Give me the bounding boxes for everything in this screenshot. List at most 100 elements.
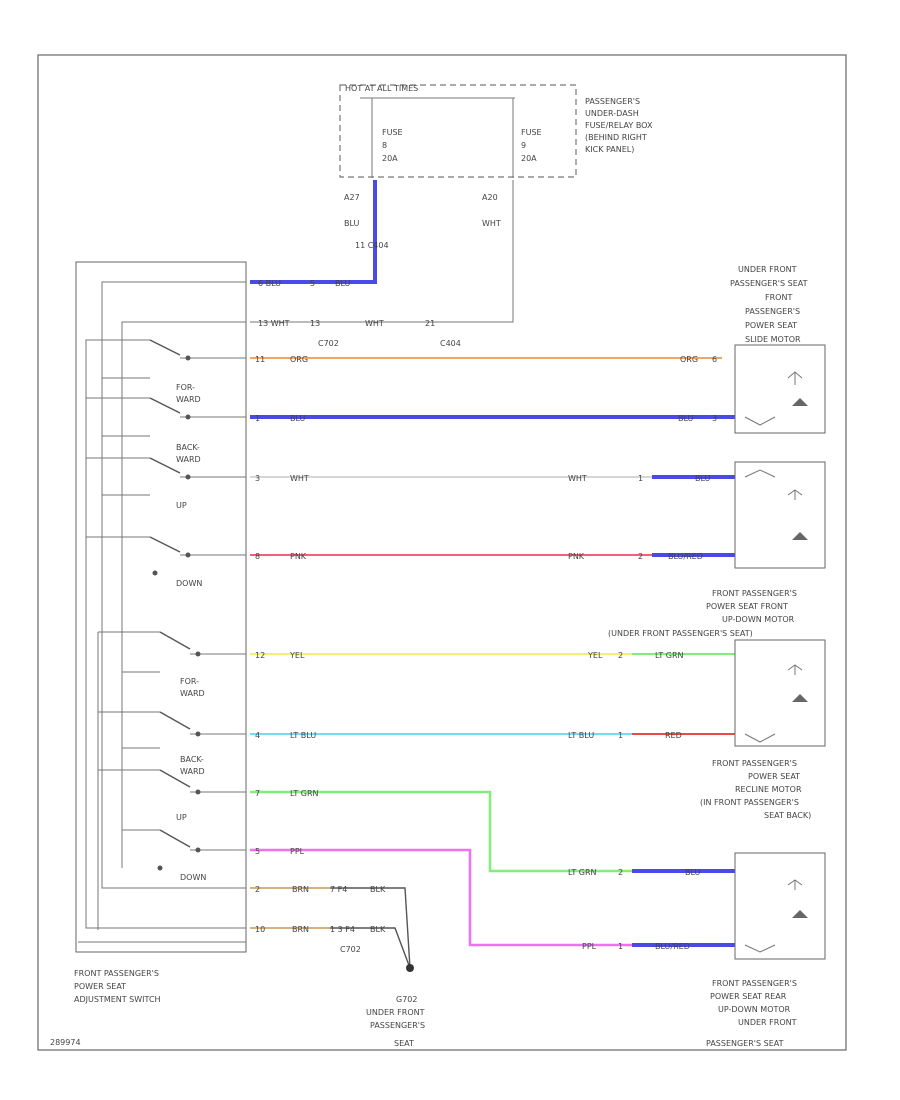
- desc-line: FRONT PASSENGER'S: [74, 969, 159, 978]
- switch-label-back: BACK-: [176, 443, 200, 452]
- motor2-description: FRONT PASSENGER'S POWER SEAT FRONT UP-DO…: [608, 589, 797, 638]
- desc-line: POWER SEAT: [748, 772, 800, 781]
- desc-line: POWER SEAT FRONT: [706, 602, 788, 611]
- fuse-box-line: (BEHIND RIGHT: [585, 133, 647, 142]
- top-pin-b-color: WHT: [365, 319, 384, 328]
- feed-wire-wht: [250, 180, 514, 323]
- wire-ltgrn: [250, 790, 632, 873]
- desc-line: UNDER FRONT: [738, 265, 797, 274]
- end-color-label: YEL: [587, 651, 603, 660]
- fuse-a-name: FUSE: [382, 128, 403, 137]
- desc-line: UNDER FRONT: [738, 1018, 797, 1027]
- switch-description: FRONT PASSENGER'S POWER SEAT ADJUSTMENT …: [74, 969, 161, 1004]
- fuse-b-num: 9: [521, 141, 526, 150]
- top-pin-b-pin2: 21: [425, 319, 435, 328]
- contact-point: [157, 865, 163, 871]
- desc-line: PASSENGER'S SEAT: [730, 279, 808, 288]
- motor-contact-icon: [744, 416, 776, 426]
- ground-connector-label: C702: [340, 945, 361, 954]
- pin-label: 3: [255, 474, 260, 483]
- footer-id: 289974: [50, 1038, 81, 1047]
- top-pin-b: 13 WHT: [258, 319, 290, 328]
- fuse-box-outline: [339, 84, 577, 178]
- feed-b-pin: A20: [482, 193, 498, 202]
- contact-lever: [159, 631, 191, 650]
- wire-color-label: YEL: [289, 651, 305, 660]
- pin-label: 1: [255, 414, 260, 423]
- wire-after-label: BLK: [370, 925, 386, 934]
- fuse-box-description: PASSENGER'S UNDER-DASH FUSE/RELAY BOX (B…: [585, 97, 653, 154]
- mid-pin-label: 7 F4: [330, 885, 347, 894]
- desc-line: PASSENGER'S SEAT: [706, 1039, 784, 1048]
- switch-label-ward: WARD: [176, 455, 201, 464]
- motor-box: [734, 344, 826, 434]
- end-pin-label: 6: [712, 355, 717, 364]
- end-color-label: PPL: [582, 942, 597, 951]
- top-pin-a: 6 BLU: [258, 279, 281, 288]
- switch-label-up: UP: [176, 813, 187, 822]
- end-color-label: BLU: [678, 414, 694, 423]
- wire-ppl: [250, 848, 632, 947]
- fuse-b-amp: 20A: [521, 154, 537, 163]
- contact-lever: [159, 769, 191, 788]
- switch-label-down: DOWN: [180, 873, 206, 882]
- after-color-label: BLU/RED: [668, 552, 703, 561]
- fuse-box-line: PASSENGER'S: [585, 97, 640, 106]
- desc-line: (IN FRONT PASSENGER'S: [700, 798, 799, 807]
- contact-lever: [159, 711, 191, 730]
- wire-color-label: WHT: [290, 474, 309, 483]
- ground-point: [406, 964, 414, 972]
- motor-symbol-icon: [792, 910, 808, 918]
- desc-line: PASSENGER'S: [745, 307, 800, 316]
- desc-line: POWER SEAT REAR: [710, 992, 787, 1001]
- switch-label-for: FOR-: [180, 677, 199, 686]
- recline-motor: [734, 639, 826, 747]
- motor4-description: FRONT PASSENGER'S POWER SEAT REAR UP-DOW…: [706, 979, 797, 1048]
- motor-box: [734, 639, 826, 747]
- switch-contacts-upper: [86, 339, 246, 576]
- c404-top-label: C404: [440, 339, 461, 348]
- desc-line: UP-DOWN MOTOR: [722, 615, 795, 624]
- switch-label-down: DOWN: [176, 579, 202, 588]
- switch-label-back: BACK-: [180, 755, 204, 764]
- wire-color-label: BRN: [292, 925, 309, 934]
- fuse-b-name: FUSE: [521, 128, 542, 137]
- fuse-box-line: KICK PANEL): [585, 145, 634, 154]
- top-pin-a-conn: 5: [310, 279, 315, 288]
- desc-line: POWER SEAT: [74, 982, 126, 991]
- motor-contact-icon: [744, 944, 776, 953]
- wire-color-label: BLU: [290, 414, 306, 423]
- contact-point: [195, 847, 201, 853]
- contact-lever: [159, 829, 191, 848]
- after-color-label: BLU: [695, 474, 711, 483]
- end-color-label: LT BLU: [568, 731, 594, 740]
- switch-label-ward: WARD: [180, 767, 205, 776]
- after-color-label: RED: [665, 731, 682, 740]
- wire-color-label: ORG: [290, 355, 308, 364]
- switch-contacts-lower: [98, 631, 246, 871]
- wire-color-label: LT BLU: [290, 731, 316, 740]
- ground-description: G702 UNDER FRONT PASSENGER'S SEAT: [366, 995, 425, 1048]
- contact-lever: [149, 457, 181, 474]
- after-color-label: BLU: [685, 868, 701, 877]
- motor-symbol-icon: [792, 694, 808, 702]
- switch-label-ward: WARD: [176, 395, 201, 404]
- contact-lever: [149, 536, 181, 553]
- switch-bus-3: [85, 339, 246, 929]
- wire-after-label: BLK: [370, 885, 386, 894]
- ground-wire-2: [330, 927, 411, 969]
- desc-line: FRONT PASSENGER'S: [712, 589, 797, 598]
- feed-b-color: WHT: [482, 219, 501, 228]
- pin-label: 8: [255, 552, 260, 561]
- contact-point: [185, 552, 191, 558]
- fuse-box-line: UNDER-DASH: [585, 109, 639, 118]
- desc-line: SEAT BACK): [764, 811, 811, 820]
- feed-a-conn: 11 C404: [355, 241, 389, 250]
- fuse-box-line: FUSE/RELAY BOX: [585, 121, 653, 130]
- contact-point: [195, 651, 201, 657]
- wire-color-labels: ORG BLU WHT PNK YEL LT BLU LT GRN PPL BR…: [289, 355, 386, 934]
- contact-point: [185, 414, 191, 420]
- switch-bus-1: [101, 281, 246, 889]
- contact-lever: [149, 397, 181, 414]
- end-pin-label: 1: [618, 942, 623, 951]
